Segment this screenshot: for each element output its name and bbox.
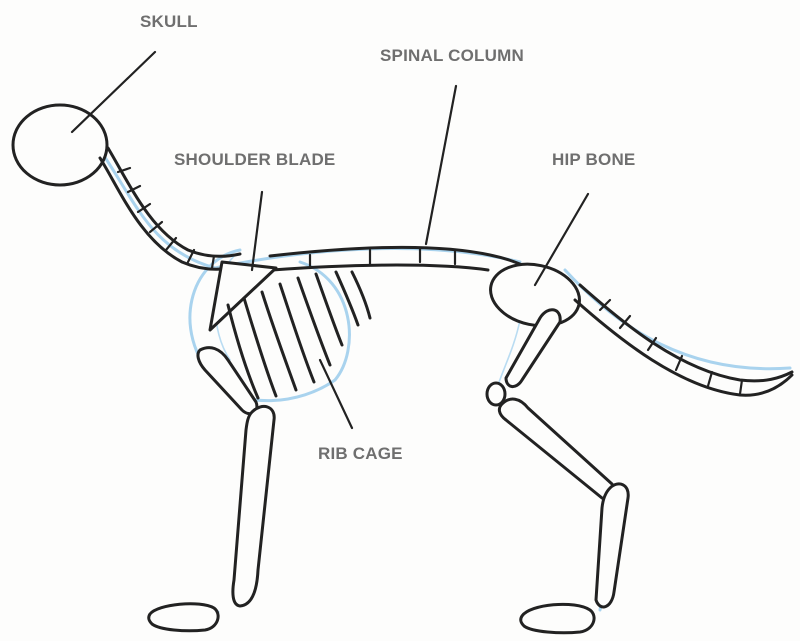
shoulder-blade-label: SHOULDER BLADE: [174, 150, 335, 170]
spinal-column-label: SPINAL COLUMN: [380, 46, 524, 66]
blue-guide-lines: [100, 150, 790, 630]
hip-bone-leader-line: [535, 194, 588, 285]
rib-cage-label: RIB CAGE: [318, 444, 403, 464]
hip-bone-bone: [485, 256, 586, 333]
hip-bone-label: HIP BONE: [552, 150, 635, 170]
shoulder-blade-bone: [210, 262, 276, 330]
tail-bones: [575, 285, 792, 395]
skull-leader-line: [72, 52, 155, 132]
skull-bone: [13, 105, 107, 185]
skull-label: SKULL: [140, 12, 198, 32]
spinal-column-leader-line: [426, 86, 456, 244]
rib-cage-leader-line: [320, 360, 352, 428]
